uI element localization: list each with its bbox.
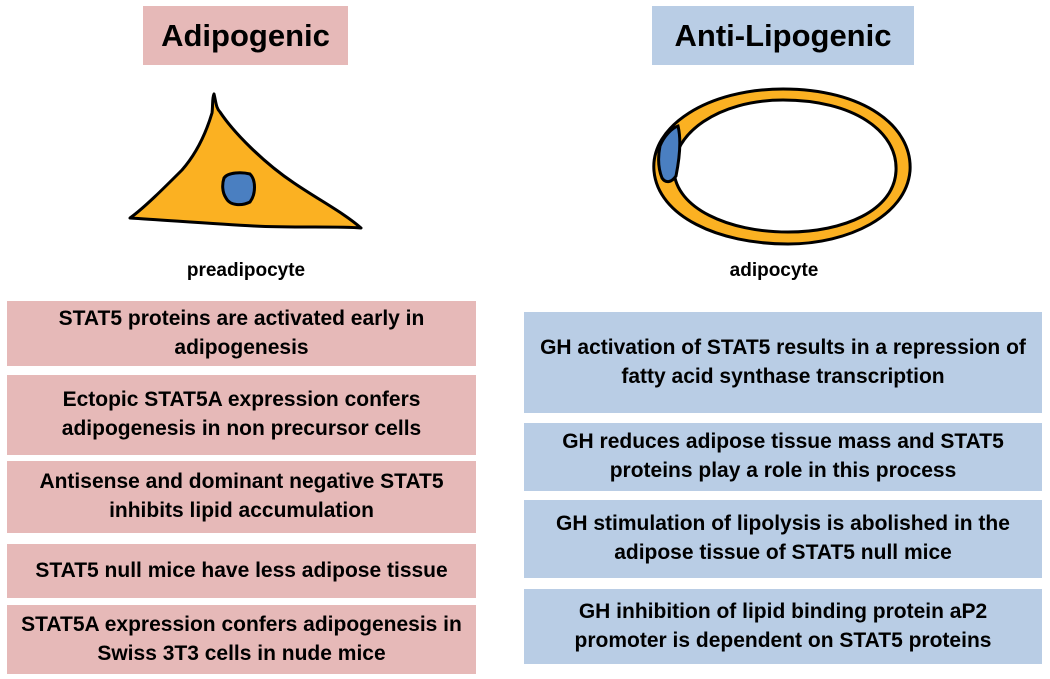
anti-lipogenic-header: Anti-Lipogenic [652, 6, 914, 65]
adipocyte-nucleus [657, 124, 682, 184]
anti-lipogenic-fact-3: GH stimulation of lipolysis is abolished… [524, 500, 1042, 578]
adipogenic-fact-5: STAT5A expression confers adipogenesis i… [7, 605, 476, 674]
adipocyte-label: adipocyte [729, 260, 819, 281]
adipogenic-fact-1: STAT5 proteins are activated early in ad… [7, 301, 476, 366]
adipogenic-header: Adipogenic [143, 6, 348, 65]
anti-lipogenic-fact-4: GH inhibition of lipid binding protein a… [524, 589, 1042, 664]
adipogenic-fact-3: Antisense and dominant negative STAT5 in… [7, 461, 476, 533]
preadipocyte-nucleus [221, 171, 256, 207]
anti-lipogenic-fact-1: GH activation of STAT5 results in a repr… [524, 312, 1042, 413]
preadipocyte-cytoplasm [128, 92, 363, 230]
adipogenic-fact-4: STAT5 null mice have less adipose tissue [7, 544, 476, 598]
preadipocyte-illustration [128, 92, 363, 230]
anti-lipogenic-fact-2: GH reduces adipose tissue mass and STAT5… [524, 423, 1042, 491]
adipocyte-ring [652, 87, 912, 246]
adipocyte-illustration [652, 87, 912, 246]
adipogenic-fact-2: Ectopic STAT5A expression confers adipog… [7, 375, 476, 455]
preadipocyte-label: preadipocyte [186, 260, 306, 281]
